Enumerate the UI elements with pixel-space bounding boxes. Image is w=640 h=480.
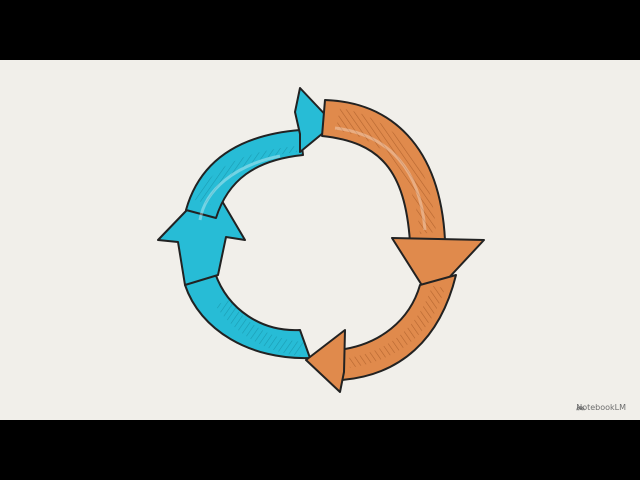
watermark-text: NotebookLM xyxy=(576,403,626,412)
orange-arrow-left-head xyxy=(305,329,346,393)
blue-arrow-right-head xyxy=(294,87,335,153)
notebooklm-watermark: NotebookLM xyxy=(576,403,626,412)
letterbox-bottom xyxy=(0,420,640,480)
orange-arrow-down-head xyxy=(391,237,485,299)
blue-arrow xyxy=(157,87,335,360)
notebooklm-logo-icon xyxy=(576,406,585,411)
orange-arrow xyxy=(305,99,485,393)
letterbox-top xyxy=(0,0,640,60)
cycle-illustration xyxy=(157,87,485,393)
paper-canvas: NotebookLM xyxy=(0,60,640,420)
